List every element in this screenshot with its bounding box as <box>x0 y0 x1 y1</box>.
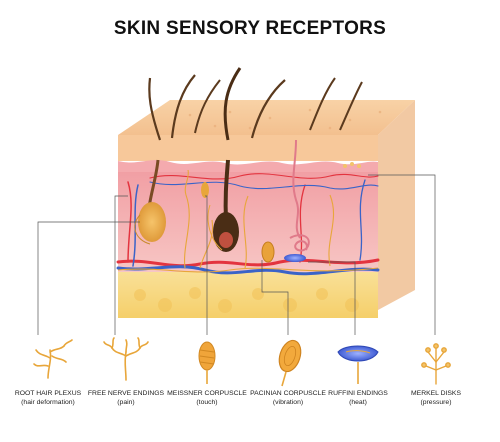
epidermis-surface <box>118 100 415 135</box>
watermark-id: 378293636 <box>0 392 2 438</box>
nerve-fibers <box>117 169 379 273</box>
root-hair-bulb <box>138 202 166 242</box>
receptor-name: RUFFINI ENDINGS <box>328 390 388 397</box>
label-ruffini-endings: RUFFINI ENDINGS (heat) <box>303 389 413 407</box>
label-root-hair-plexus: ROOT HAIR PLEXUS (hair deformation) <box>0 389 103 407</box>
pacinian-corpuscle-in-skin <box>261 241 275 263</box>
epidermis-front <box>118 135 378 161</box>
surface-hairs <box>194 77 363 134</box>
merkel-disks-icon <box>421 343 451 385</box>
meissner-corpuscle-icon <box>198 341 216 384</box>
receptor-name: ROOT HAIR PLEXUS <box>14 390 82 397</box>
receptor-function: (vibration) <box>272 399 304 406</box>
pacinian-corpuscle-icon <box>278 339 302 387</box>
label-pacinian-corpuscle: PACINIAN CORPUSCLE (vibration) <box>233 389 343 407</box>
page-title: SKIN SENSORY RECEPTORS <box>113 18 387 39</box>
label-free-nerve-endings: FREE NERVE ENDINGS (pain) <box>71 389 181 407</box>
receptor-function: (touch) <box>196 399 218 406</box>
merkel-disk-in-skin <box>343 162 361 168</box>
receptor-function: (pain) <box>117 399 135 406</box>
vein <box>116 265 380 276</box>
label-merkel-disks: MERKEL DISKS (pressure) <box>381 389 491 407</box>
label-meissner-corpuscle: MEISSNER CORPUSCLE (touch) <box>152 389 262 407</box>
free-nerve-endings-icon <box>103 337 149 381</box>
root-hair-plexus-icon <box>33 339 73 379</box>
ruffini-endings-icon <box>337 345 379 384</box>
side-face <box>378 100 415 310</box>
hair-follicle-center <box>207 67 286 252</box>
receptor-function: (hair deformation) <box>21 399 75 406</box>
hair-follicle-left <box>134 74 196 245</box>
receptor-name: MERKEL DISKS <box>411 390 461 397</box>
subcutaneous-fat-layer <box>118 272 378 318</box>
ruffini-ending-in-skin <box>284 254 306 262</box>
receptor-name: MEISSNER CORPUSCLE <box>167 390 247 397</box>
receptor-name: PACINIAN CORPUSCLE <box>250 390 326 397</box>
watermark-strip: 378293636 <box>0 393 500 442</box>
leader-lines <box>37 174 436 335</box>
receptor-function: (pressure) <box>420 399 452 406</box>
meissner-corpuscle-in-skin <box>201 182 209 198</box>
sweat-gland <box>289 139 310 252</box>
receptor-function: (heat) <box>349 399 367 406</box>
receptor-name: FREE NERVE ENDINGS <box>87 390 165 397</box>
